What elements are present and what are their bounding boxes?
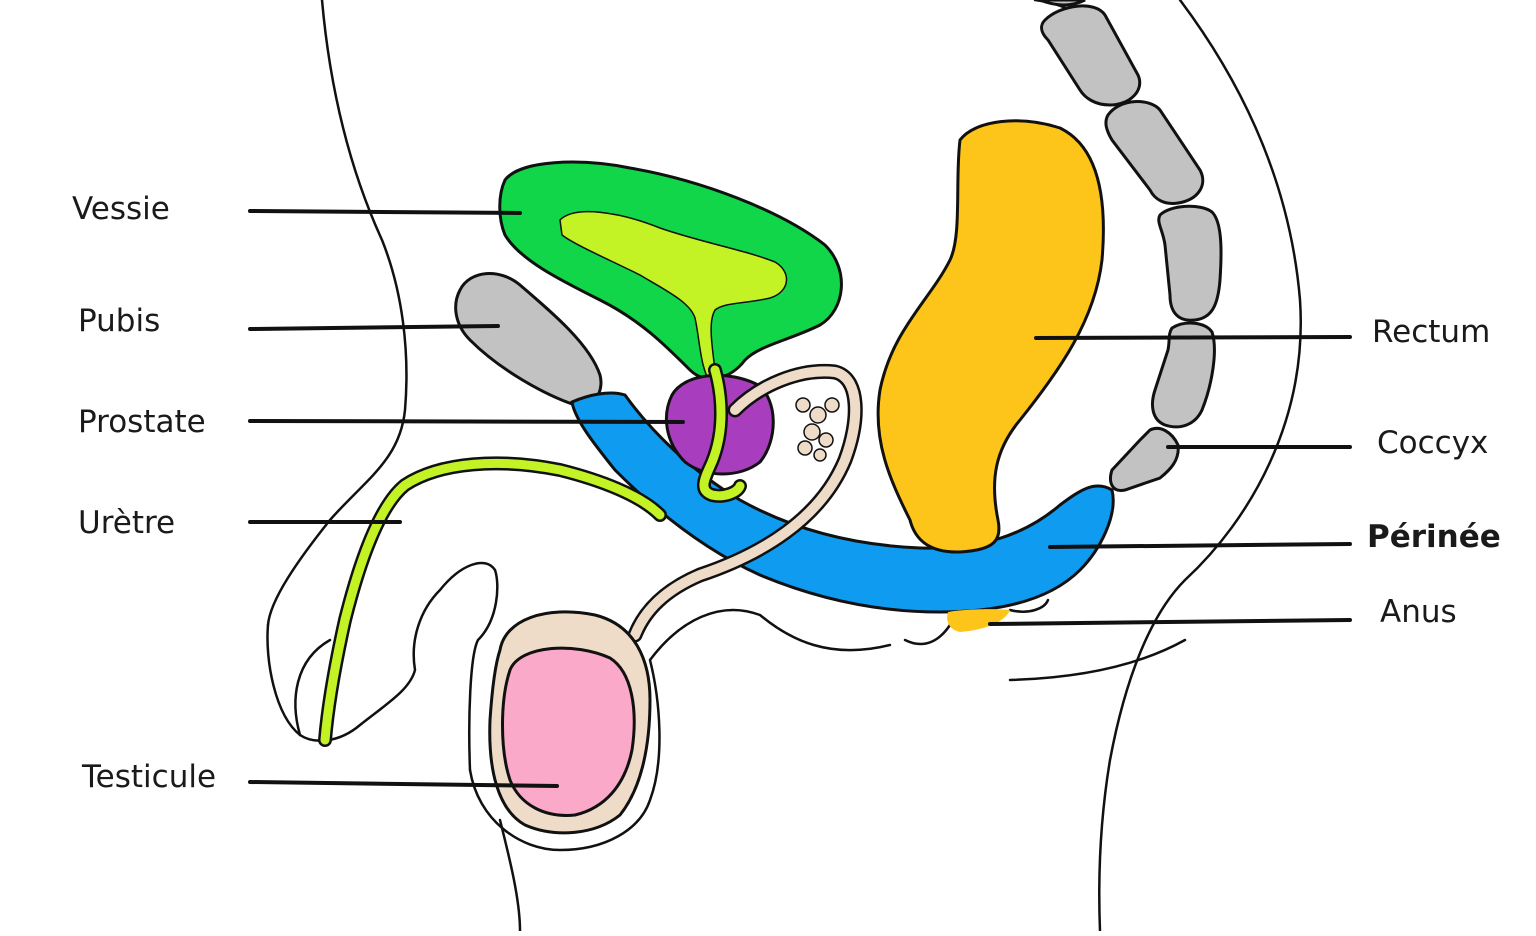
label-perinee: Périnée: [1367, 519, 1501, 555]
vertebrae: [1039, 0, 1223, 492]
leader-anus: [988, 618, 1352, 626]
label-uretre: Urètre: [78, 505, 175, 541]
rectum: [876, 119, 1105, 554]
leader-testicule: [248, 780, 559, 788]
label-pubis: Pubis: [78, 303, 160, 339]
leader-lines: [248, 209, 1352, 788]
bladder-lumen: [559, 210, 788, 387]
anus: [947, 609, 1010, 632]
urethra: [318, 363, 747, 747]
seminal-vesicle: [795, 397, 840, 462]
pubis-bone: [454, 272, 603, 408]
label-prostate: Prostate: [78, 404, 206, 440]
leader-vessie: [248, 209, 522, 215]
leader-prostate: [248, 419, 685, 424]
testicle: [501, 646, 636, 817]
label-anus: Anus: [1380, 594, 1457, 630]
vas-deferens: [627, 363, 863, 643]
label-rectum: Rectum: [1372, 314, 1490, 350]
body-outline: [266, 0, 1302, 933]
leader-perinee: [1048, 542, 1352, 549]
label-coccyx: Coccyx: [1377, 425, 1488, 461]
leader-rectum: [1034, 335, 1352, 340]
leader-pubis: [248, 324, 500, 331]
label-vessie: Vessie: [72, 191, 170, 227]
label-testicule: Testicule: [81, 759, 216, 795]
